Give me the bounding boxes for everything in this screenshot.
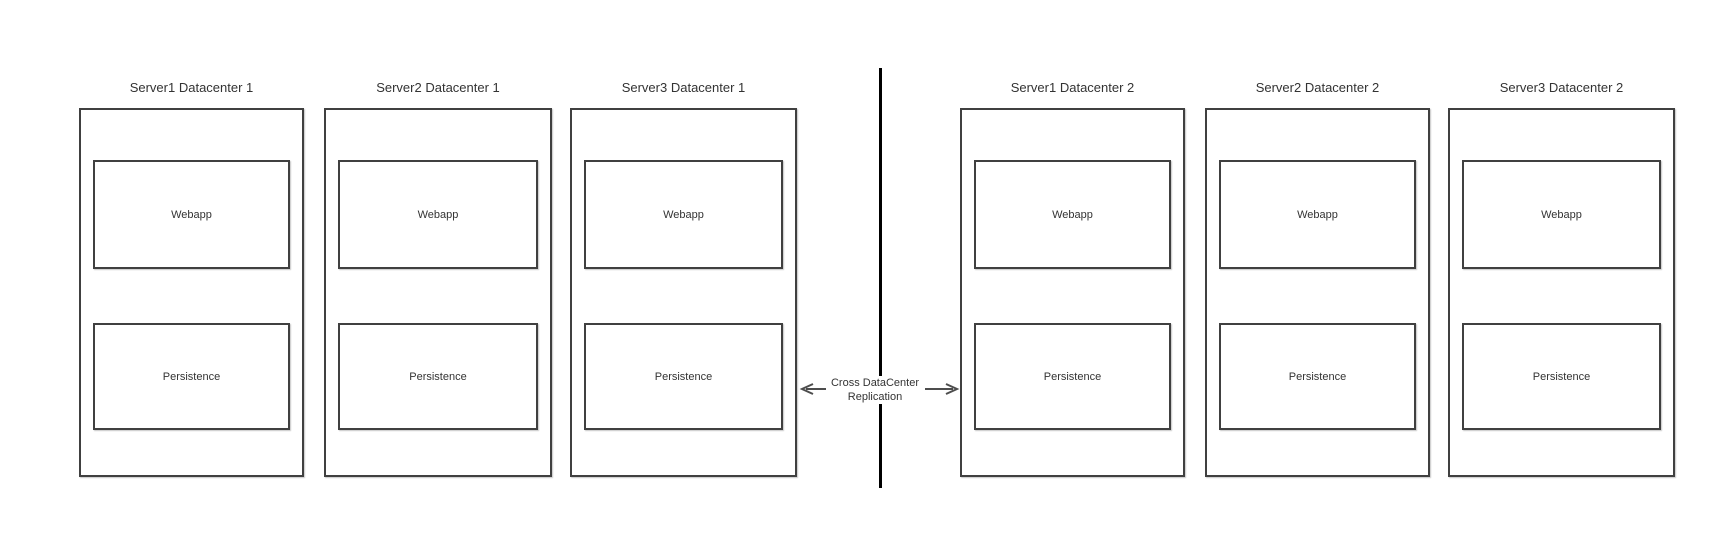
webapp-box: Webapp [584, 160, 783, 269]
webapp-box: Webapp [1462, 160, 1661, 269]
persistence-label: Persistence [162, 370, 221, 383]
persistence-box: Persistence [1219, 323, 1416, 430]
webapp-label: Webapp [1541, 208, 1582, 221]
persistence-label: Persistence [1532, 370, 1591, 383]
webapp-box: Webapp [974, 160, 1171, 269]
server2-datacenter1: Server2 Datacenter 1 Webapp Persistence [324, 80, 552, 477]
replication-label-line1: Cross DataCenter [830, 377, 920, 389]
server-box: Webapp Persistence [324, 108, 552, 477]
webapp-label: Webapp [1052, 208, 1093, 221]
webapp-box: Webapp [93, 160, 290, 269]
webapp-box: Webapp [1219, 160, 1416, 269]
webapp-label: Webapp [417, 208, 459, 221]
persistence-box: Persistence [584, 323, 783, 430]
server-box: Webapp Persistence [960, 108, 1185, 477]
server-box: Webapp Persistence [1448, 108, 1675, 477]
persistence-label: Persistence [654, 370, 713, 383]
server-title: Server1 Datacenter 1 [129, 80, 254, 95]
server1-datacenter2: Server1 Datacenter 2 Webapp Persistence [960, 80, 1185, 477]
persistence-box: Persistence [338, 323, 538, 430]
server-title: Server2 Datacenter 1 [376, 80, 500, 95]
server-title: Server2 Datacenter 2 [1255, 80, 1380, 95]
server-title: Server1 Datacenter 2 [1010, 80, 1135, 95]
webapp-label: Webapp [663, 208, 704, 221]
server-title: Server3 Datacenter 1 [621, 80, 746, 95]
datacenter-divider-line [879, 68, 882, 488]
server2-datacenter2: Server2 Datacenter 2 Webapp Persistence [1205, 80, 1430, 477]
server-title: Server3 Datacenter 2 [1499, 80, 1624, 95]
persistence-box: Persistence [974, 323, 1171, 430]
replication-label-line2: Replication [847, 391, 903, 403]
replication-arrow-right [925, 383, 960, 395]
replication-arrow-left [799, 383, 828, 395]
webapp-label: Webapp [171, 208, 212, 221]
server-box: Webapp Persistence [570, 108, 797, 477]
replication-label: Cross DataCenter Replication [826, 376, 924, 404]
server3-datacenter1: Server3 Datacenter 1 Webapp Persistence [570, 80, 797, 477]
persistence-label: Persistence [1288, 370, 1347, 383]
persistence-label: Persistence [1043, 370, 1102, 383]
server1-datacenter1: Server1 Datacenter 1 Webapp Persistence [79, 80, 304, 477]
server-box: Webapp Persistence [79, 108, 304, 477]
webapp-label: Webapp [1297, 208, 1338, 221]
server3-datacenter2: Server3 Datacenter 2 Webapp Persistence [1448, 80, 1675, 477]
webapp-box: Webapp [338, 160, 538, 269]
persistence-box: Persistence [93, 323, 290, 430]
persistence-label: Persistence [409, 370, 467, 383]
persistence-box: Persistence [1462, 323, 1661, 430]
server-box: Webapp Persistence [1205, 108, 1430, 477]
